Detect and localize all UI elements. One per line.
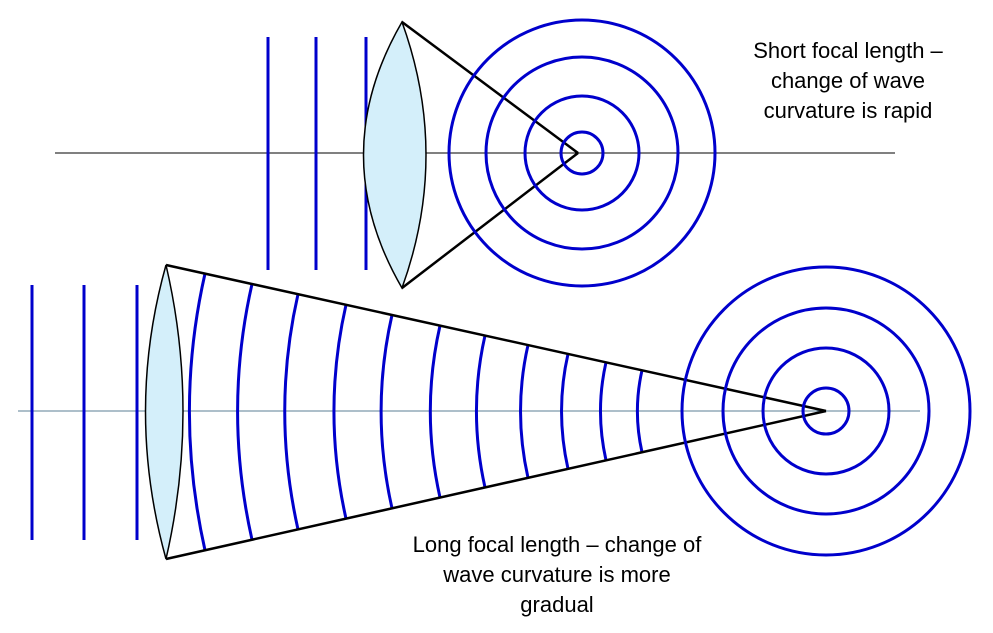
short-focal-system: [55, 18, 895, 290]
short-focal-caption-line: change of wave: [770, 68, 926, 93]
top-converging-rays: [401, 20, 579, 289]
short-focal-caption: Short focal length – change of wave curv…: [718, 36, 978, 126]
converging-wavefronts: [187, 273, 644, 551]
long-focal-caption-line: gradual: [520, 592, 594, 617]
long-focal-caption: Long focal length – change of wave curva…: [372, 530, 742, 620]
bottom-wave-circle: [680, 265, 972, 557]
long-focal-system: [18, 263, 972, 561]
converging-wavefront-arc: [560, 353, 570, 470]
bottom-incoming-plane-waves: [30, 285, 139, 540]
bottom-converging-rays: [165, 263, 827, 561]
converging-wavefront-arc: [379, 314, 394, 509]
converging-wavefront-arc: [428, 325, 442, 498]
converging-wavefront-arc: [187, 273, 207, 551]
converging-wavefront-arc: [519, 344, 530, 479]
converging-wavefront-arc: [598, 362, 608, 461]
top-wave-circle: [447, 18, 717, 288]
converging-wavefront-arc: [236, 283, 254, 541]
bottom-wave-circle: [721, 306, 931, 516]
short-focal-caption-line: Short focal length –: [753, 38, 943, 63]
top-wave-circle: [484, 55, 680, 251]
bottom-wave-circle: [801, 386, 851, 436]
long-focal-caption-line: wave curvature is more: [443, 562, 671, 587]
bottom-lower-ray: [165, 409, 827, 561]
converging-wavefront-arc: [474, 335, 487, 488]
converging-wavefront-arc: [332, 304, 348, 519]
bottom-upper-ray: [165, 263, 827, 413]
short-focal-caption-line: curvature is rapid: [763, 98, 933, 123]
top-lens: [362, 20, 427, 290]
top-upper-ray: [401, 20, 579, 155]
top-lower-ray: [401, 152, 579, 289]
bottom-lens: [144, 264, 184, 560]
top-wave-circle: [559, 130, 605, 176]
top-spherical-waves: [447, 18, 717, 288]
top-wave-circle: [523, 94, 641, 212]
converging-wavefront-arc: [635, 369, 644, 453]
bottom-spherical-waves: [680, 265, 972, 557]
converging-wavefront-arc: [283, 293, 300, 530]
long-focal-caption-line: Long focal length – change of: [412, 532, 702, 557]
bottom-wave-circle: [761, 346, 891, 476]
